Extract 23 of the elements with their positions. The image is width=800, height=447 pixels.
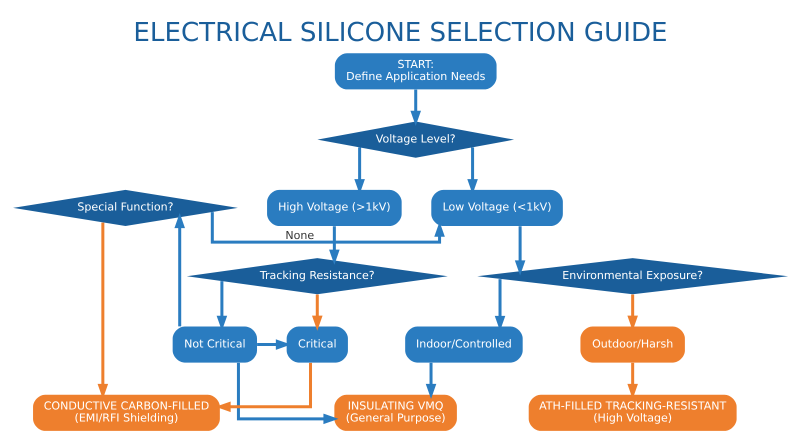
node-box: CONDUCTIVE CARBON-FILLED (EMI/RFI Shielding) [32, 394, 220, 431]
node-box: ATH-FILLED TRACKING-RESISTANT (High Voltage) [528, 394, 736, 431]
arrow [236, 362, 338, 424]
arrow [210, 212, 444, 244]
node-box: START: Define Application Needs [334, 53, 496, 90]
node-box: Critical [286, 326, 348, 363]
arrow [174, 213, 184, 326]
edge-label: None [284, 228, 314, 242]
node-box: Indoor/Controlled [404, 326, 522, 363]
diagram-title: ELECTRICAL SILICONE SELECTION GUIDE [132, 18, 668, 48]
arrow [312, 294, 322, 331]
node-box: Low Voltage (<1kV) [430, 190, 562, 226]
node-box: INSULATING VMQ (General Purpose) [334, 394, 456, 431]
node-diamond: Voltage Level? [316, 122, 514, 158]
arrow [514, 226, 525, 276]
node-box: High Voltage (>1kV) [266, 190, 402, 226]
node-box: Outdoor/Harsh [580, 326, 684, 363]
node-box: Not Critical [172, 326, 257, 363]
arrow [410, 90, 420, 126]
node-diamond: Special Function? [12, 190, 238, 226]
arrow [425, 362, 436, 400]
arrow [328, 226, 340, 265]
node-diamond: Tracking Resistance? [186, 258, 448, 294]
